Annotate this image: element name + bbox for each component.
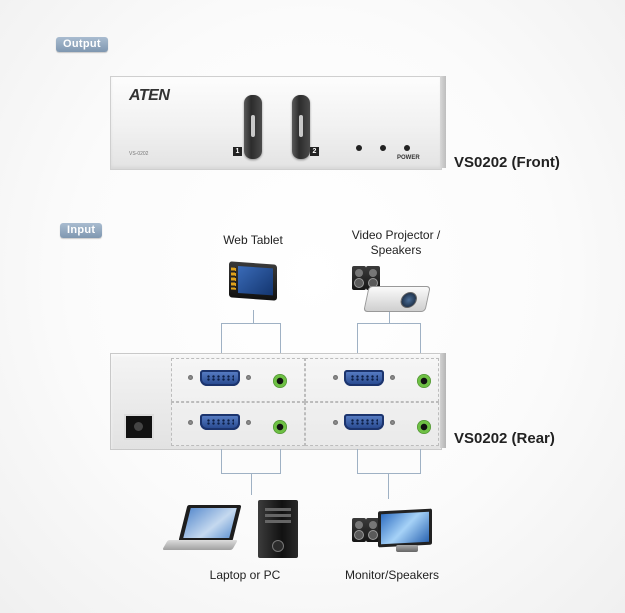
port-select-button-1[interactable]: [244, 95, 262, 159]
connector-line: [357, 473, 421, 474]
laptop-pc-caption: Laptop or PC: [209, 568, 281, 582]
connector-line: [420, 449, 421, 474]
rear-device-label: VS0202 (Rear): [454, 430, 555, 447]
pc-tower-icon: [258, 500, 298, 558]
output-port-group-2: [305, 358, 439, 402]
connector-line: [357, 449, 358, 474]
web-tablet-icon: [229, 261, 277, 301]
port-select-button-2[interactable]: [292, 95, 310, 159]
monitor-stand: [396, 545, 418, 552]
port-number-1: 1: [233, 147, 242, 156]
front-device-label: VS0202 (Front): [454, 154, 560, 171]
connector-line: [253, 310, 254, 324]
led-port-2: [380, 145, 386, 151]
screw: [246, 420, 251, 425]
audio-jack-output-2: [417, 374, 431, 388]
output-badge: Output: [56, 37, 108, 52]
vga-port-output-1: [200, 370, 240, 386]
connector-line: [251, 473, 252, 495]
laptop-base: [162, 540, 238, 550]
audio-jack-input-2: [417, 420, 431, 434]
connector-line: [388, 473, 389, 499]
connector-line: [280, 323, 281, 353]
vga-port-output-2: [344, 370, 384, 386]
monitor-speakers-caption: Monitor/Speakers: [344, 568, 440, 582]
screw: [246, 375, 251, 380]
connector-line: [357, 323, 421, 324]
connector-line: [389, 312, 390, 324]
monitor-icon: [378, 508, 432, 548]
laptop-icon: [178, 505, 242, 541]
projector-caption-line2: Speakers: [370, 243, 422, 257]
led-power: [404, 145, 410, 151]
connector-line: [221, 323, 281, 324]
audio-jack-output-1: [273, 374, 287, 388]
power-label: POWER: [397, 155, 420, 161]
led-port-1: [356, 145, 362, 151]
speaker-icon: [352, 266, 366, 290]
connector-line: [420, 323, 421, 353]
front-panel-edge: [440, 76, 446, 168]
front-panel: ATEN VS-0202 1 2 POWER: [110, 76, 442, 170]
front-model-number: VS-0202: [129, 151, 149, 157]
screw: [188, 420, 193, 425]
aten-logo: ATEN: [129, 87, 170, 104]
connector-line: [280, 449, 281, 474]
connector-line: [221, 449, 222, 474]
connector-line: [221, 323, 222, 353]
screw: [390, 375, 395, 380]
video-projector-icon: [363, 286, 431, 312]
power-jack: [124, 414, 154, 440]
input-badge: Input: [60, 223, 103, 238]
rear-panel-edge: [440, 353, 446, 448]
screw: [188, 375, 193, 380]
connector-line: [357, 323, 358, 353]
speaker-icon: [352, 518, 366, 542]
speaker-icon: [366, 518, 380, 542]
screw: [333, 420, 338, 425]
screw: [390, 420, 395, 425]
vga-port-input-1: [200, 414, 240, 430]
port-number-2: 2: [310, 147, 319, 156]
projector-caption-line1: Video Projector /: [351, 228, 441, 242]
vga-port-input-2: [344, 414, 384, 430]
web-tablet-caption: Web Tablet: [223, 233, 283, 247]
screw: [333, 375, 338, 380]
audio-jack-input-1: [273, 420, 287, 434]
